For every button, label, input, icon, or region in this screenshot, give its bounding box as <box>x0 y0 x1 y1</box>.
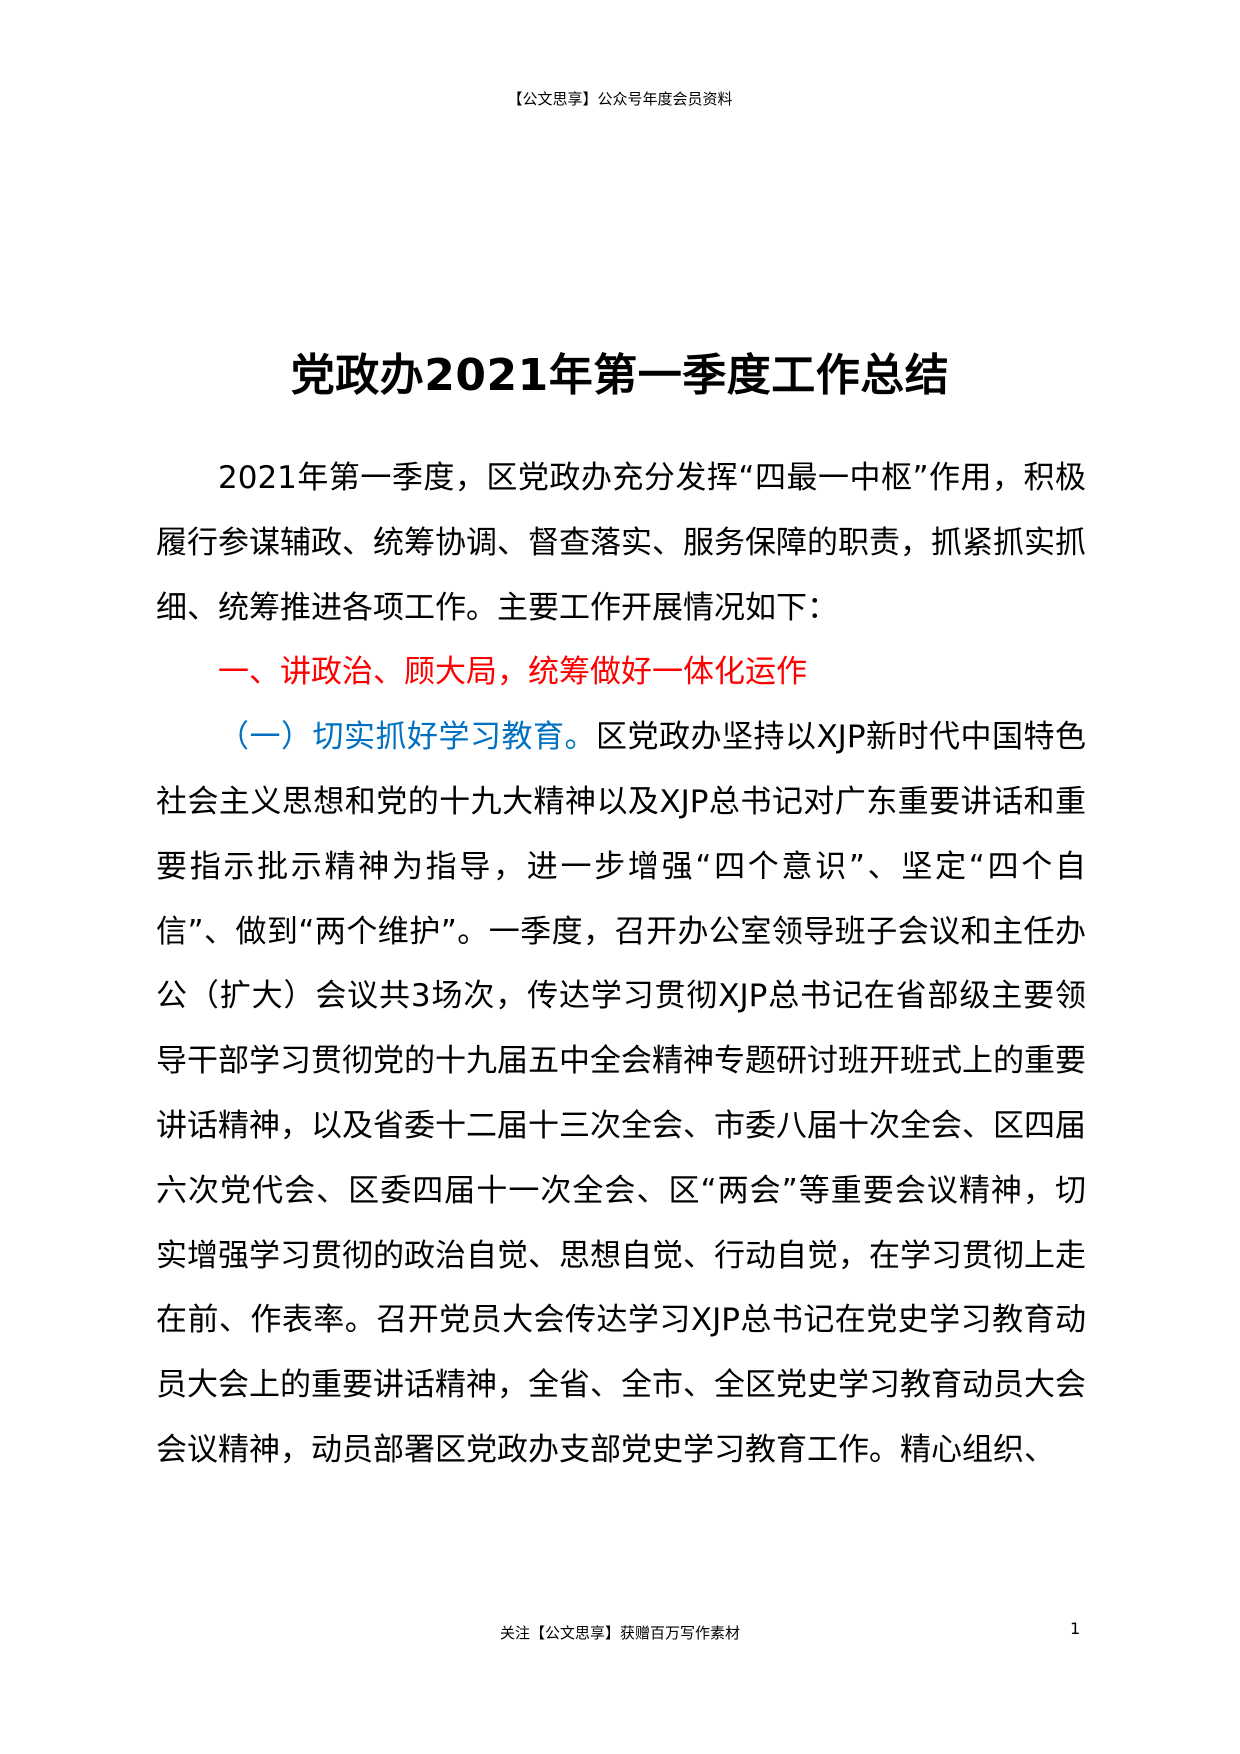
document-body: 2021年第一季度，区党政办充分发挥“四最一中枢”作用，积极履行参谋辅政、统筹协… <box>156 446 1086 1483</box>
page-header: 【公文思享】公众号年度会员资料 <box>507 90 733 108</box>
document-title: 党政办2021年第一季度工作总结 <box>290 350 950 401</box>
page-number: 1 <box>1070 1619 1081 1638</box>
intro-paragraph: 2021年第一季度，区党政办充分发挥“四最一中枢”作用，积极履行参谋辅政、统筹协… <box>156 460 1086 626</box>
subsection-paragraph: （一）切实抓好学习教育。区党政办坚持以XJP新时代中国特色社会主义思想和党的十九… <box>156 705 1086 1483</box>
section-heading: 一、讲政治、顾大局，统筹做好一体化运作 <box>218 654 807 691</box>
subsection-heading: （一）切实抓好学习教育。 <box>218 719 596 756</box>
page-footer: 关注【公文思享】获赠百万写作素材 <box>499 1624 740 1642</box>
subsection-body: 区党政办坚持以XJP新时代中国特色社会主义思想和党的十九大精神以及XJP总书记对… <box>156 719 1086 1468</box>
